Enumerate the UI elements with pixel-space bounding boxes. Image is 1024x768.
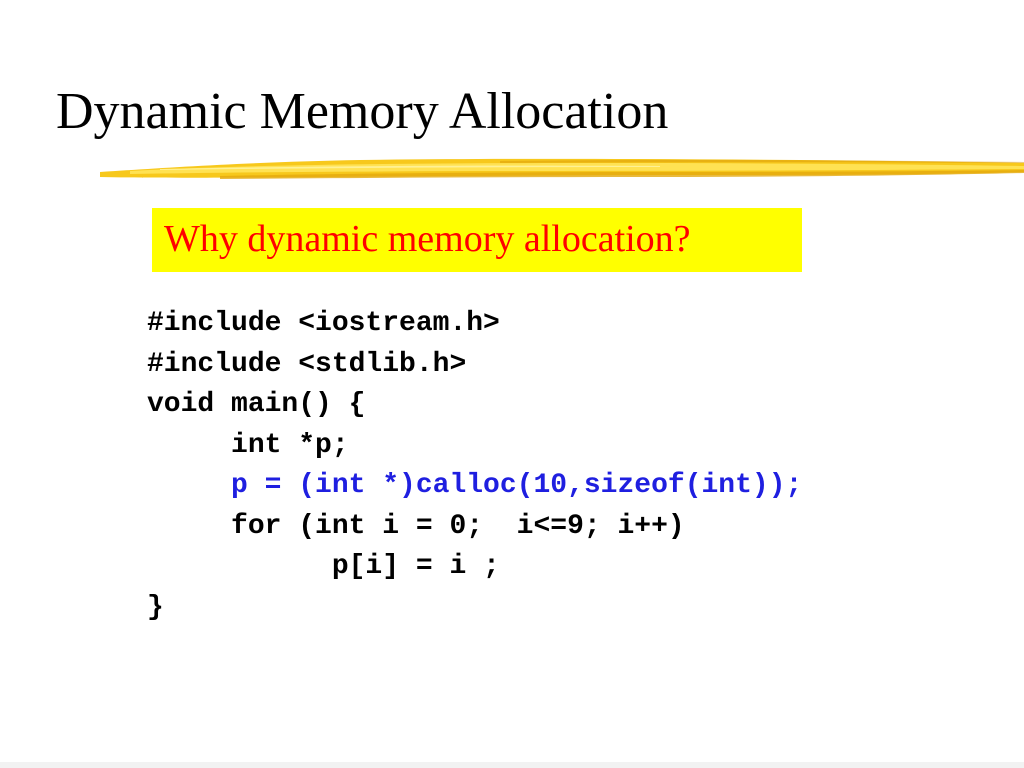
brush-stroke-divider (100, 158, 1024, 179)
subtitle-text: Why dynamic memory allocation? (164, 218, 691, 260)
code-line-assignment: p[i] = i ; (147, 551, 500, 582)
code-line-include-iostream: #include <iostream.h> (147, 308, 500, 339)
code-line-closing-brace: } (147, 591, 164, 623)
code-block: #include <iostream.h> #include <stdlib.h… (147, 304, 802, 628)
slide-title: Dynamic Memory Allocation (56, 83, 669, 140)
code-line-for-loop: for (int i = 0; i<=9; i++) (147, 510, 685, 542)
bottom-rule (0, 762, 1024, 768)
code-line-include-stdlib: #include <stdlib.h> (147, 348, 467, 380)
subtitle-highlight-box: Why dynamic memory allocation? (152, 208, 802, 272)
code-line-pointer-declaration: int *p; (147, 429, 349, 461)
code-line-calloc: p = (int *)calloc(10,sizeof(int)); (147, 470, 803, 501)
code-line-main-signature: void main() { (147, 389, 366, 420)
